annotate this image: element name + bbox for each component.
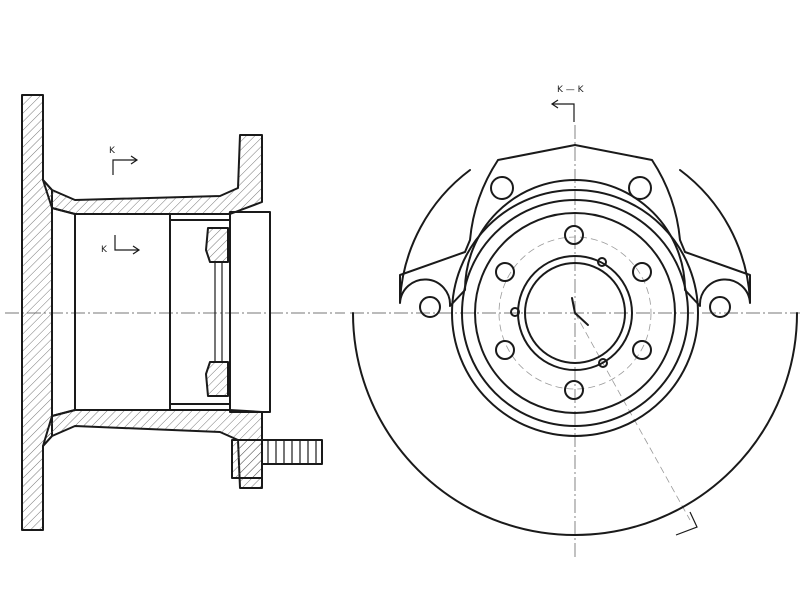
- lug-hole-top-left: [490, 176, 514, 200]
- hub-ring-2: [461, 199, 689, 427]
- bolt-pitch-circle: [498, 236, 652, 390]
- cut-marker-upper: K: [109, 146, 139, 175]
- bolt-hole-6: [564, 380, 584, 400]
- front-view: K — K: [350, 85, 800, 560]
- lug-hole-right: [709, 296, 731, 318]
- pin-hole-1: [597, 257, 607, 267]
- bolt-hole-2: [495, 262, 515, 282]
- bearing-ring-bottom: [205, 361, 229, 397]
- side-section-view: K K: [5, 94, 345, 531]
- disc-outer-edge-lower: [352, 312, 798, 536]
- cut-letter-lower: K: [101, 245, 108, 255]
- hub-ring-3: [474, 212, 676, 414]
- section-marker-label: K — K: [557, 85, 585, 95]
- lug-hole-left: [419, 296, 441, 318]
- disc-flange-section: [21, 94, 53, 531]
- cut-letter-upper: K: [109, 146, 116, 156]
- disc-outer-edge-upper-left: [399, 169, 471, 301]
- bolt-hole-3: [632, 262, 652, 282]
- wheel-stud: [231, 439, 323, 479]
- pin-hole-3: [598, 358, 608, 368]
- bolt-hole-4: [495, 340, 515, 360]
- section-marker-kk: K — K: [550, 85, 585, 122]
- pin-hole-2: [510, 307, 520, 317]
- hub-bore-outline: [51, 207, 76, 417]
- hub-inner-cavity: [74, 213, 171, 411]
- bolt-hole-1: [564, 225, 584, 245]
- lug-hole-top-right: [628, 176, 652, 200]
- diagonal-view-tick: [675, 511, 698, 536]
- front-view-diagonal-centerline: [574, 312, 691, 521]
- cut-marker-lower: K: [101, 235, 141, 255]
- hub-top-wall-section: [42, 134, 263, 215]
- bearing-ring-top: [205, 227, 229, 263]
- hub-bottom-wall-section: [42, 409, 263, 489]
- bearing-seat-right: [229, 211, 271, 413]
- disc-outer-edge-upper-right: [679, 169, 751, 301]
- hub-ring-outer: [451, 189, 699, 437]
- center-bore-inner: [524, 262, 626, 364]
- center-indicator: [571, 297, 589, 326]
- bolt-hole-5: [632, 340, 652, 360]
